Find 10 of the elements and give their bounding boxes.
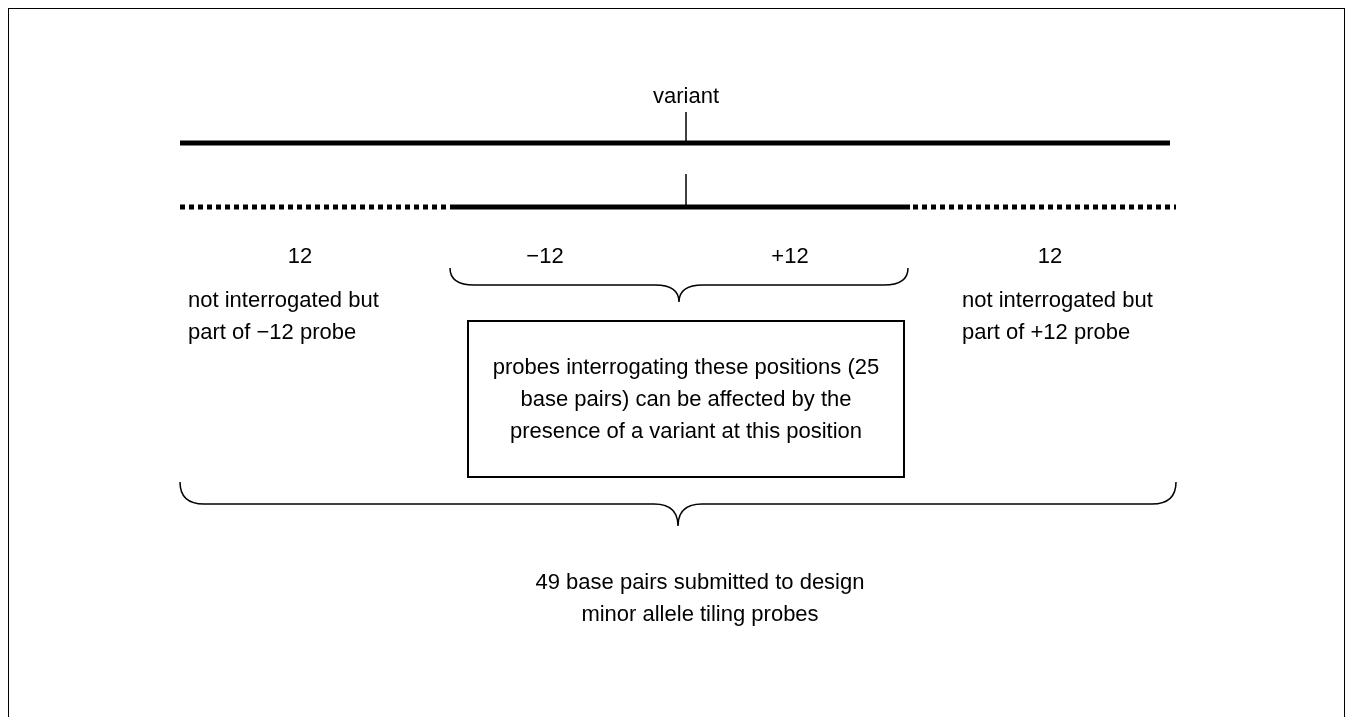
position-number: +12 bbox=[770, 242, 810, 270]
position-number: 12 bbox=[286, 242, 314, 270]
annotation-text: not interrogated but part of +12 probe bbox=[962, 286, 1154, 346]
caption-text: 49 base pairs submitted to design minor allele tiling probes bbox=[534, 568, 866, 628]
position-number: −12 bbox=[525, 242, 565, 270]
text-box bbox=[467, 320, 905, 478]
position-number: 12 bbox=[1036, 242, 1064, 270]
box-text: probes interrogating these positions (25 base pairs) can be affected by the presence of a variant at this position bbox=[491, 353, 881, 445]
variant-label: variant bbox=[651, 82, 720, 110]
annotation-text: not interrogated but part of −12 probe bbox=[188, 286, 380, 346]
